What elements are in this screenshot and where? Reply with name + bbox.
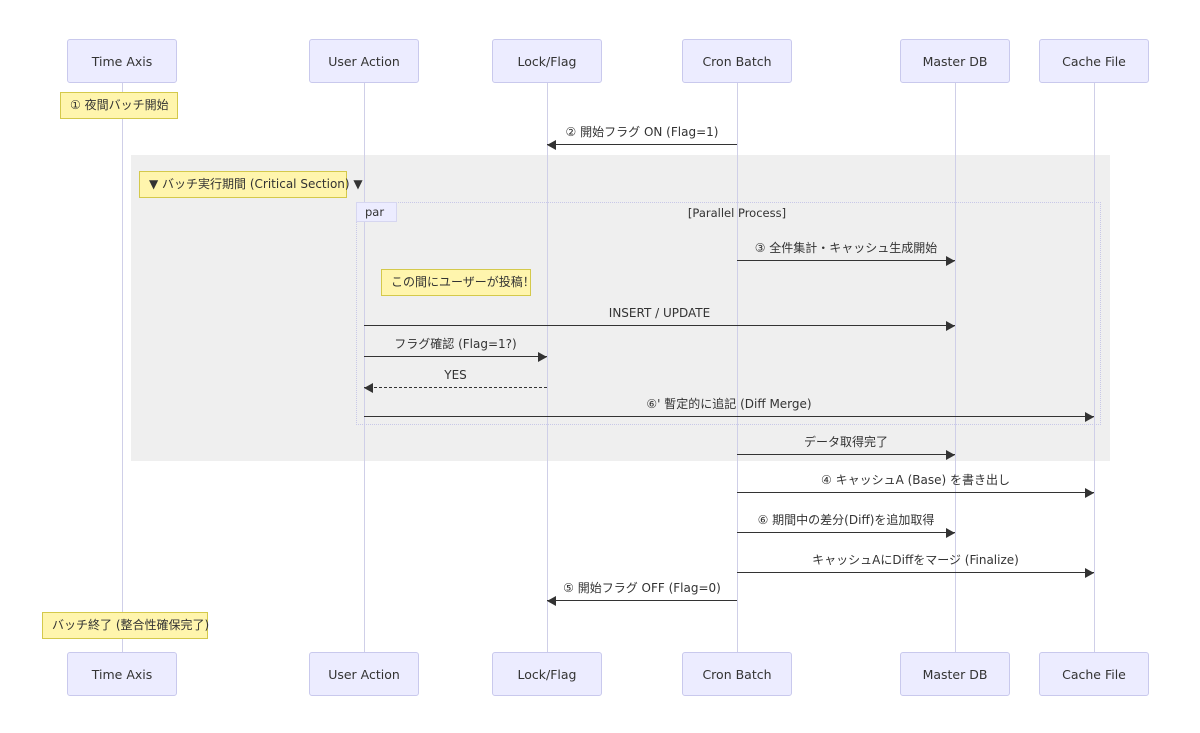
message-label-m4: ④ キャッシュA (Base) を書き出し <box>821 473 1010 487</box>
message-label-m-fz: キャッシュAにDiffをマージ (Finalize) <box>812 553 1019 567</box>
fragment-title: [Parallel Process] <box>687 206 787 220</box>
message-line-m-dg <box>737 454 955 455</box>
fragment-kind-label: par <box>356 202 398 222</box>
message-arrowhead-m-dg <box>946 450 955 460</box>
message-label-m-ys: YES <box>444 368 467 382</box>
lifeline-lock <box>547 83 548 652</box>
note-note-start: ① 夜間バッチ開始 <box>60 92 178 119</box>
fragment-par-fragment <box>356 202 1101 425</box>
message-label-m6: ⑥ 期間中の差分(Diff)を追加取得 <box>757 513 935 527</box>
message-arrowhead-m-iu <box>946 321 955 331</box>
message-arrowhead-m-ys <box>364 383 373 393</box>
note-note-end: バッチ終了 (整合性確保完了) <box>42 612 209 639</box>
message-line-m3 <box>737 260 955 261</box>
participant-label: Master DB <box>922 53 988 69</box>
participant-label: Master DB <box>922 666 988 682</box>
message-label-m5: ⑤ 開始フラグ OFF (Flag=0) <box>563 581 721 595</box>
participant-bottom-mdb[interactable]: Master DB <box>900 652 1010 696</box>
participant-bottom-cron[interactable]: Cron Batch <box>682 652 792 696</box>
participant-bottom-time[interactable]: Time Axis <box>67 652 177 696</box>
message-label-m3: ③ 全件集計・キャッシュ生成開始 <box>754 241 938 255</box>
participant-label: Cron Batch <box>702 666 772 682</box>
participant-label: Cache File <box>1062 53 1126 69</box>
message-line-m2 <box>547 144 737 145</box>
participant-top-time[interactable]: Time Axis <box>67 39 177 83</box>
participant-label: Lock/Flag <box>517 53 577 69</box>
lifeline-cron <box>737 83 738 652</box>
participant-top-lock[interactable]: Lock/Flag <box>492 39 602 83</box>
message-line-m5 <box>547 600 737 601</box>
message-arrowhead-m-fl <box>538 352 547 362</box>
participant-label: Time Axis <box>91 666 153 682</box>
message-line-m6 <box>737 532 955 533</box>
note-note-post: この間にユーザーが投稿！ <box>381 269 535 296</box>
participant-bottom-lock[interactable]: Lock/Flag <box>492 652 602 696</box>
participant-top-cron[interactable]: Cron Batch <box>682 39 792 83</box>
participant-label: Time Axis <box>91 53 153 69</box>
region-critical-section <box>131 155 1110 461</box>
participant-top-user[interactable]: User Action <box>309 39 419 83</box>
message-arrowhead-m4 <box>1085 488 1094 498</box>
participant-label: Cron Batch <box>702 53 772 69</box>
message-arrowhead-m2 <box>547 140 556 150</box>
lifeline-time <box>122 83 123 652</box>
participant-bottom-user[interactable]: User Action <box>309 652 419 696</box>
message-line-m-iu <box>364 325 955 326</box>
message-line-m6p <box>364 416 1094 417</box>
message-label-m2: ② 開始フラグ ON (Flag=1) <box>565 125 719 139</box>
message-arrowhead-m6 <box>946 528 955 538</box>
message-label-m-iu: INSERT / UPDATE <box>608 306 711 320</box>
participant-label: User Action <box>328 53 400 69</box>
participant-label: Lock/Flag <box>517 666 577 682</box>
message-line-m-ys <box>364 387 547 388</box>
participant-top-cache[interactable]: Cache File <box>1039 39 1149 83</box>
lifeline-cache <box>1094 83 1095 652</box>
message-line-m-fz <box>737 572 1094 573</box>
participant-top-mdb[interactable]: Master DB <box>900 39 1010 83</box>
message-label-m-fl: フラグ確認 (Flag=1?) <box>394 337 517 351</box>
message-arrowhead-m6p <box>1085 412 1094 422</box>
lifeline-mdb <box>955 83 956 652</box>
message-arrowhead-m3 <box>946 256 955 266</box>
message-arrowhead-m-fz <box>1085 568 1094 578</box>
message-label-m6p: ⑥' 暫定的に追記 (Diff Merge) <box>646 397 812 411</box>
participant-bottom-cache[interactable]: Cache File <box>1039 652 1149 696</box>
message-arrowhead-m5 <box>547 596 556 606</box>
participant-label: User Action <box>328 666 400 682</box>
message-line-m4 <box>737 492 1094 493</box>
message-line-m-fl <box>364 356 547 357</box>
message-label-m-dg: データ取得完了 <box>803 435 889 449</box>
note-note-critical: ▼ バッチ実行期間 (Critical Section) ▼ <box>139 171 363 198</box>
participant-label: Cache File <box>1062 666 1126 682</box>
lifeline-user <box>364 83 365 652</box>
